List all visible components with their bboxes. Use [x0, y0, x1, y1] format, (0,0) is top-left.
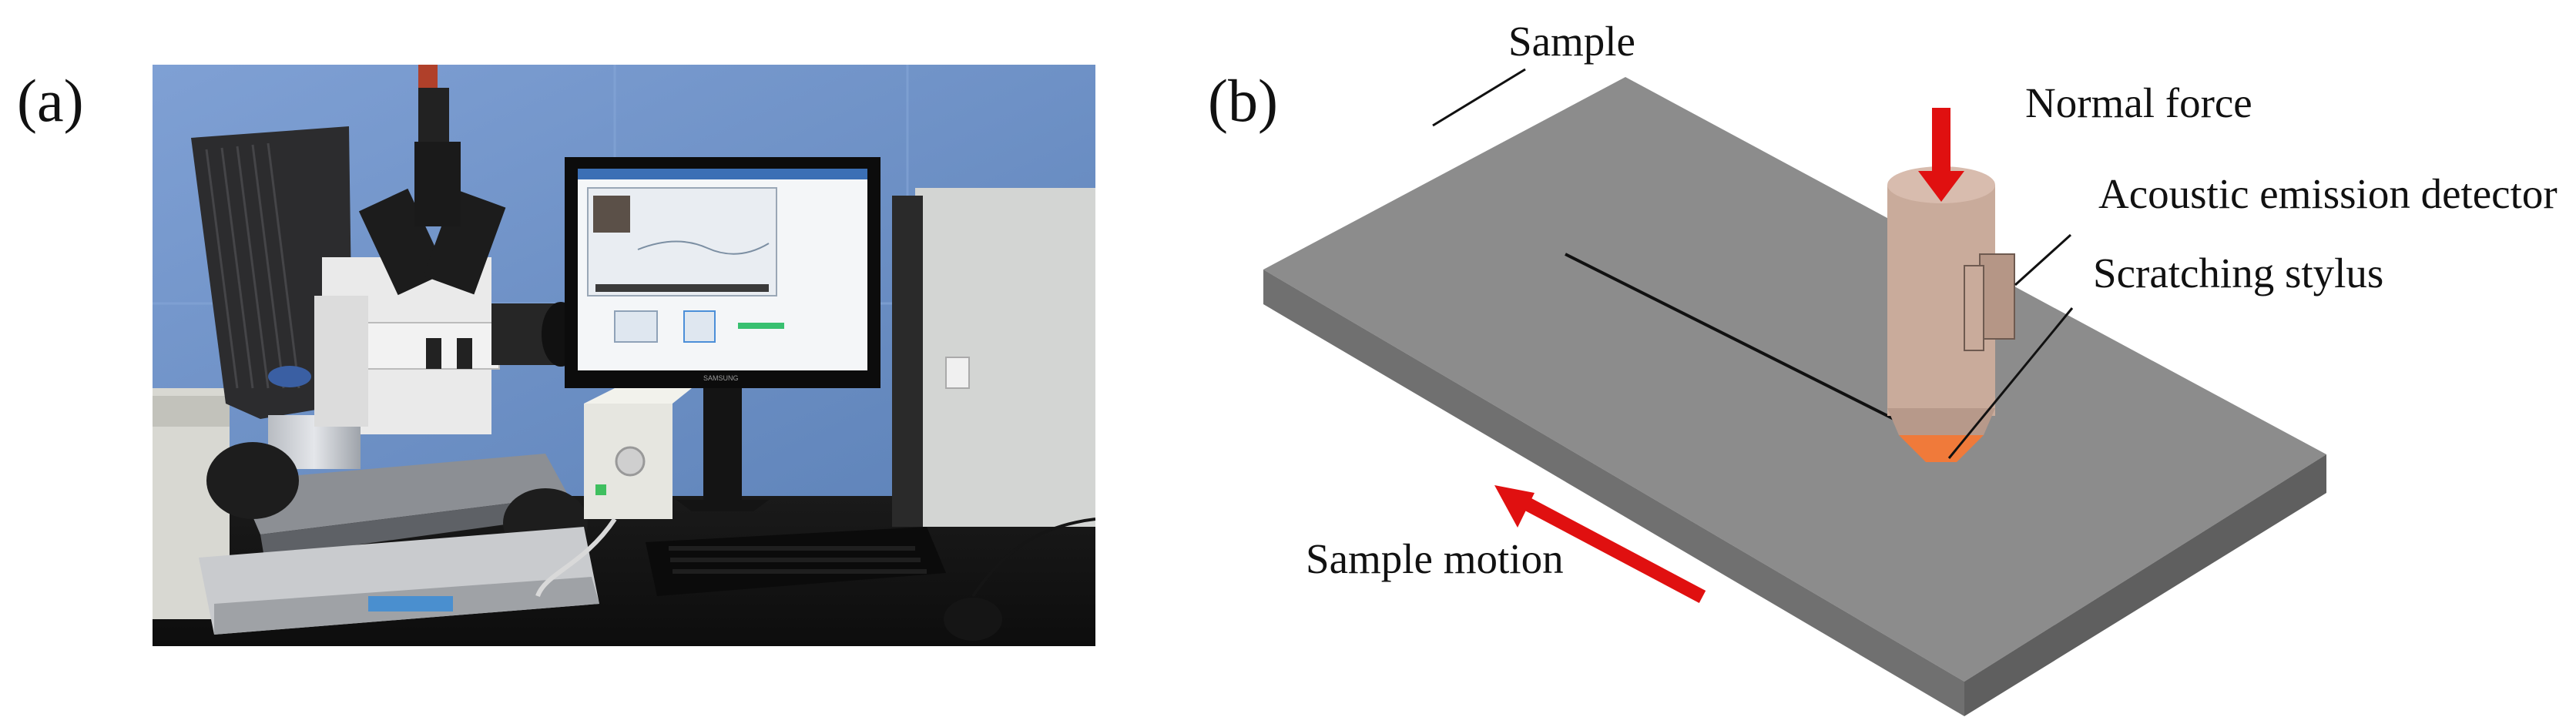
normal-force-arrow	[1918, 108, 1964, 202]
panel-b-label: (b)	[1208, 67, 1278, 134]
scratch-groove	[1565, 253, 1957, 452]
sample-plate-side	[1964, 454, 2326, 716]
label-normal-force: Normal force	[2025, 79, 2252, 126]
acoustic-emission-detector	[1887, 166, 2015, 435]
label-sample-motion: Sample motion	[1306, 535, 1564, 582]
acoustic-leader	[2014, 233, 2072, 286]
sample-plate-front	[1263, 270, 1964, 716]
pc-tower	[915, 188, 1095, 527]
label-sample: Sample	[1508, 18, 1635, 65]
stylus-leader	[1947, 307, 2074, 459]
monitor-brand: SAMSUNG	[703, 374, 739, 382]
sample-motion-arrow	[1494, 485, 1706, 603]
scratch-test-schematic: Sample Normal force Acoustic emission de…	[1263, 18, 2558, 716]
sample-leader	[1432, 68, 1526, 127]
scratch-tester-photo: SAMSUNG	[153, 65, 1095, 646]
sample-stage	[237, 454, 569, 534]
panel-a-label: (a)	[17, 67, 84, 134]
label-acoustic-emission-detector: Acoustic emission detector	[2098, 170, 2558, 217]
mouse	[944, 598, 1002, 641]
sample-plate-top	[1263, 77, 2326, 682]
label-scratching-stylus: Scratching stylus	[2093, 250, 2383, 297]
